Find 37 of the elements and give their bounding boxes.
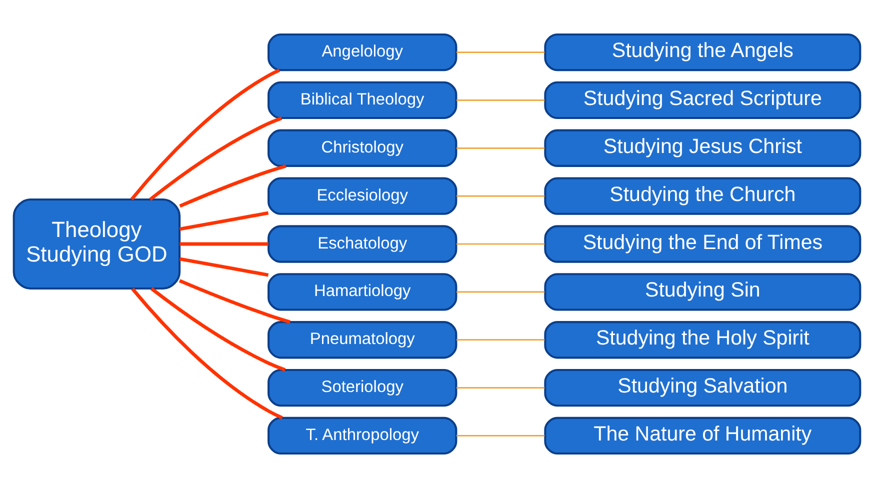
node-box: Studying the End of Times <box>544 225 862 263</box>
connector <box>456 195 545 197</box>
connector <box>456 435 545 436</box>
node-box: Studying Sacred Scripture <box>544 81 862 120</box>
connector <box>456 52 545 53</box>
node-box: Studying the Angels <box>544 33 862 72</box>
connector <box>456 291 545 293</box>
node-box: Ecclesiology <box>268 177 458 215</box>
connector <box>130 68 280 200</box>
connector <box>456 243 545 245</box>
connector <box>180 257 269 277</box>
connector <box>178 279 291 324</box>
node-box: Biblical Theology <box>268 81 458 120</box>
node-box: T. Anthropology <box>268 416 458 455</box>
node-box: Studying Salvation <box>544 368 862 407</box>
node-box: Studying the Church <box>544 177 862 215</box>
node-box: Soteriology <box>268 368 458 407</box>
connector <box>180 211 269 231</box>
connector <box>180 242 268 246</box>
node-box: Angelology <box>268 33 458 72</box>
connector <box>456 387 545 388</box>
connector <box>131 288 283 420</box>
node-box: Studying Jesus Christ <box>544 129 862 167</box>
node-box: Hamartiology <box>268 273 458 311</box>
connector <box>456 147 545 149</box>
connector <box>456 100 545 101</box>
node-box: Christology <box>268 129 458 167</box>
connector <box>179 164 287 208</box>
connector <box>456 339 545 341</box>
node-box: Eschatology <box>268 225 458 263</box>
node-box: The Nature of Humanity <box>544 416 862 455</box>
connector <box>149 116 282 201</box>
node-box: Pneumatology <box>268 321 458 359</box>
connector <box>150 287 286 372</box>
node-box: Studying Sin <box>544 273 862 311</box>
node-box: Studying the Holy Spirit <box>544 321 862 359</box>
node-box: Theology Studying GOD <box>12 198 181 290</box>
